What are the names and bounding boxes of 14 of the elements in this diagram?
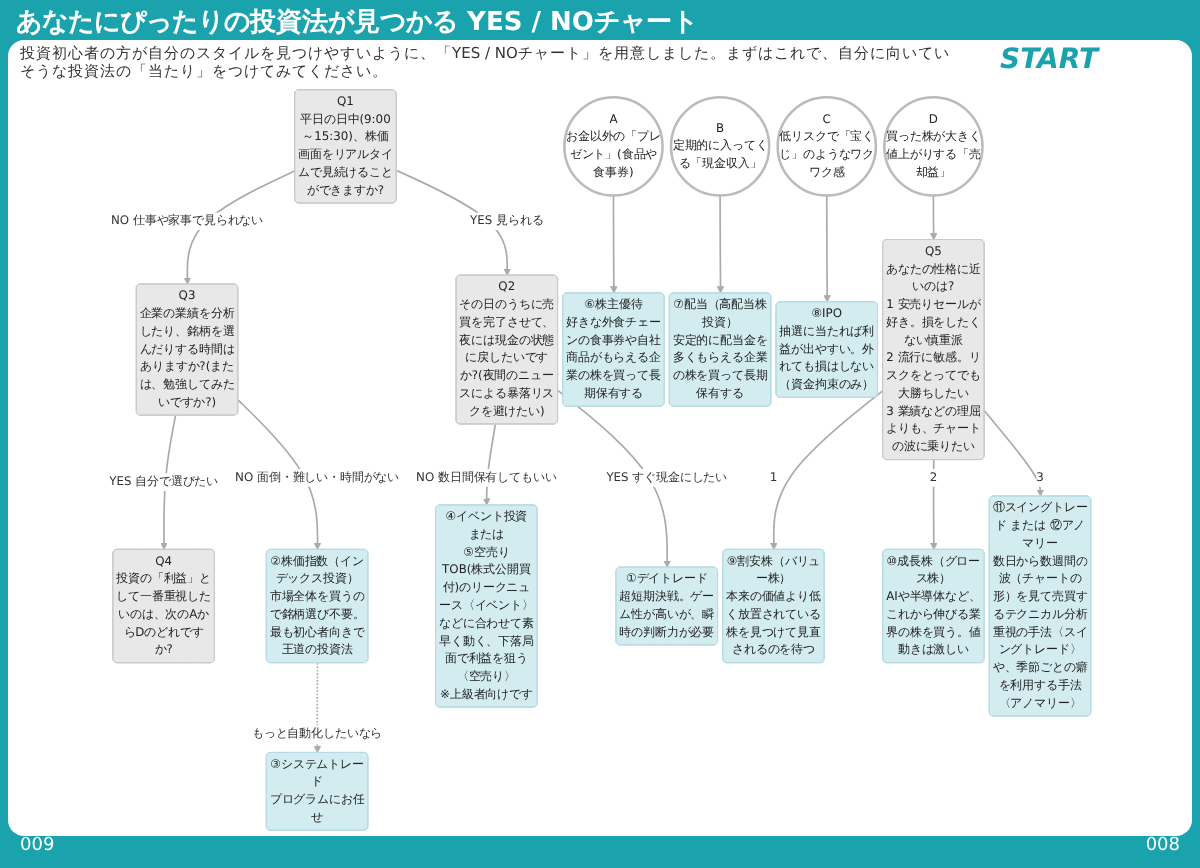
arrow xyxy=(983,410,1045,497)
page-number: 008 xyxy=(1145,836,1180,856)
arrow xyxy=(930,459,938,551)
arrow xyxy=(929,194,938,241)
arrow xyxy=(160,414,177,551)
arrow xyxy=(237,399,322,551)
start-label: START xyxy=(1000,44,1099,76)
arrow xyxy=(716,194,725,294)
arrow xyxy=(313,662,322,754)
page-title: あなたにぴったりの投資法が見つかる YES / NOチャート xyxy=(16,6,700,40)
arrow xyxy=(770,389,884,551)
arrow xyxy=(823,194,831,303)
arrow xyxy=(610,194,618,294)
page-number: 009 xyxy=(20,836,55,856)
